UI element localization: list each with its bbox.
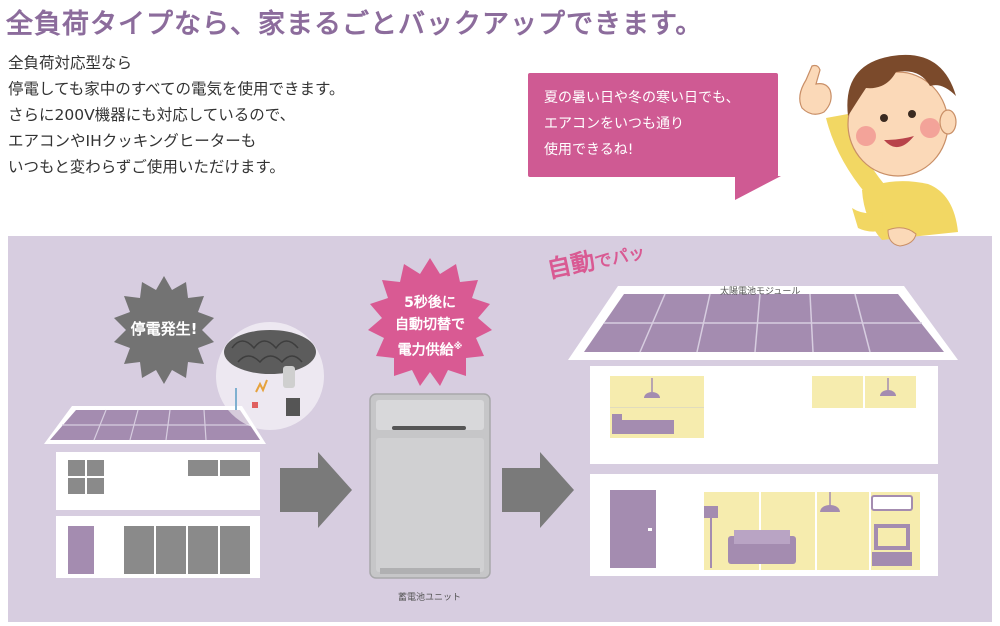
arrow-right-icon — [502, 452, 574, 528]
outage-starburst — [114, 276, 214, 384]
outage-badge-label: 停電発生! — [130, 320, 198, 338]
boy-character-icon — [799, 54, 958, 247]
arrow-right-icon — [280, 452, 352, 528]
description-line: 停電しても家中のすべての電気を使用できます。 — [8, 80, 345, 98]
speech-line: 使用できるね! — [544, 142, 634, 158]
bed-icon — [612, 420, 674, 434]
speech-bubble: 夏の暑い日や冬の寒い日でも、 エアコンをいつも通り 使用できるね! — [528, 73, 778, 177]
description-line: さらに200V機器にも対応しているので、 — [8, 106, 296, 124]
left-house — [44, 406, 266, 578]
description-text: 全負荷対応型なら 停電しても家中のすべての電気を使用できます。 さらに200V機… — [8, 50, 345, 180]
solar-module-caption: 太陽電池モジュール — [720, 287, 801, 297]
ceiling-lamp-icon — [880, 390, 896, 396]
switch-line: 電力供給※ — [372, 336, 488, 362]
right-house — [568, 286, 958, 576]
switch-line: 5秒後に — [404, 295, 456, 311]
speech-line: エアコンをいつも通り — [544, 116, 684, 132]
switch-line-text: 電力供給 — [397, 342, 454, 359]
description-line: エアコンやIHクッキングヒーターも — [8, 132, 257, 150]
speech-bubble-tail — [735, 176, 781, 200]
switch-starburst — [368, 258, 492, 386]
switch-badge-label: 5秒後に 自動切替で 電力供給※ — [372, 292, 488, 362]
battery-unit-caption: 蓄電池ユニット — [398, 593, 462, 603]
footnote-mark: ※ — [453, 342, 463, 352]
switch-line: 自動切替で — [395, 317, 465, 333]
description-line: いつもと変わらずご使用いただけます。 — [8, 158, 285, 176]
auto-label-pa: パッ — [609, 242, 648, 270]
description-line: 全負荷対応型なら — [8, 54, 133, 72]
floor-lamp-icon — [704, 506, 718, 518]
ceiling-lamp-icon — [644, 392, 660, 398]
power-outage-cloud-icon — [216, 322, 324, 430]
ceiling-lamp-icon — [820, 505, 840, 512]
battery-unit — [369, 393, 491, 579]
left-door — [68, 526, 94, 574]
air-conditioner-icon — [871, 495, 913, 511]
page-headline: 全負荷タイプなら、家まるごとバックアップできます。 — [6, 9, 704, 40]
speech-line: 夏の暑い日や冬の寒い日でも、 — [544, 90, 740, 106]
